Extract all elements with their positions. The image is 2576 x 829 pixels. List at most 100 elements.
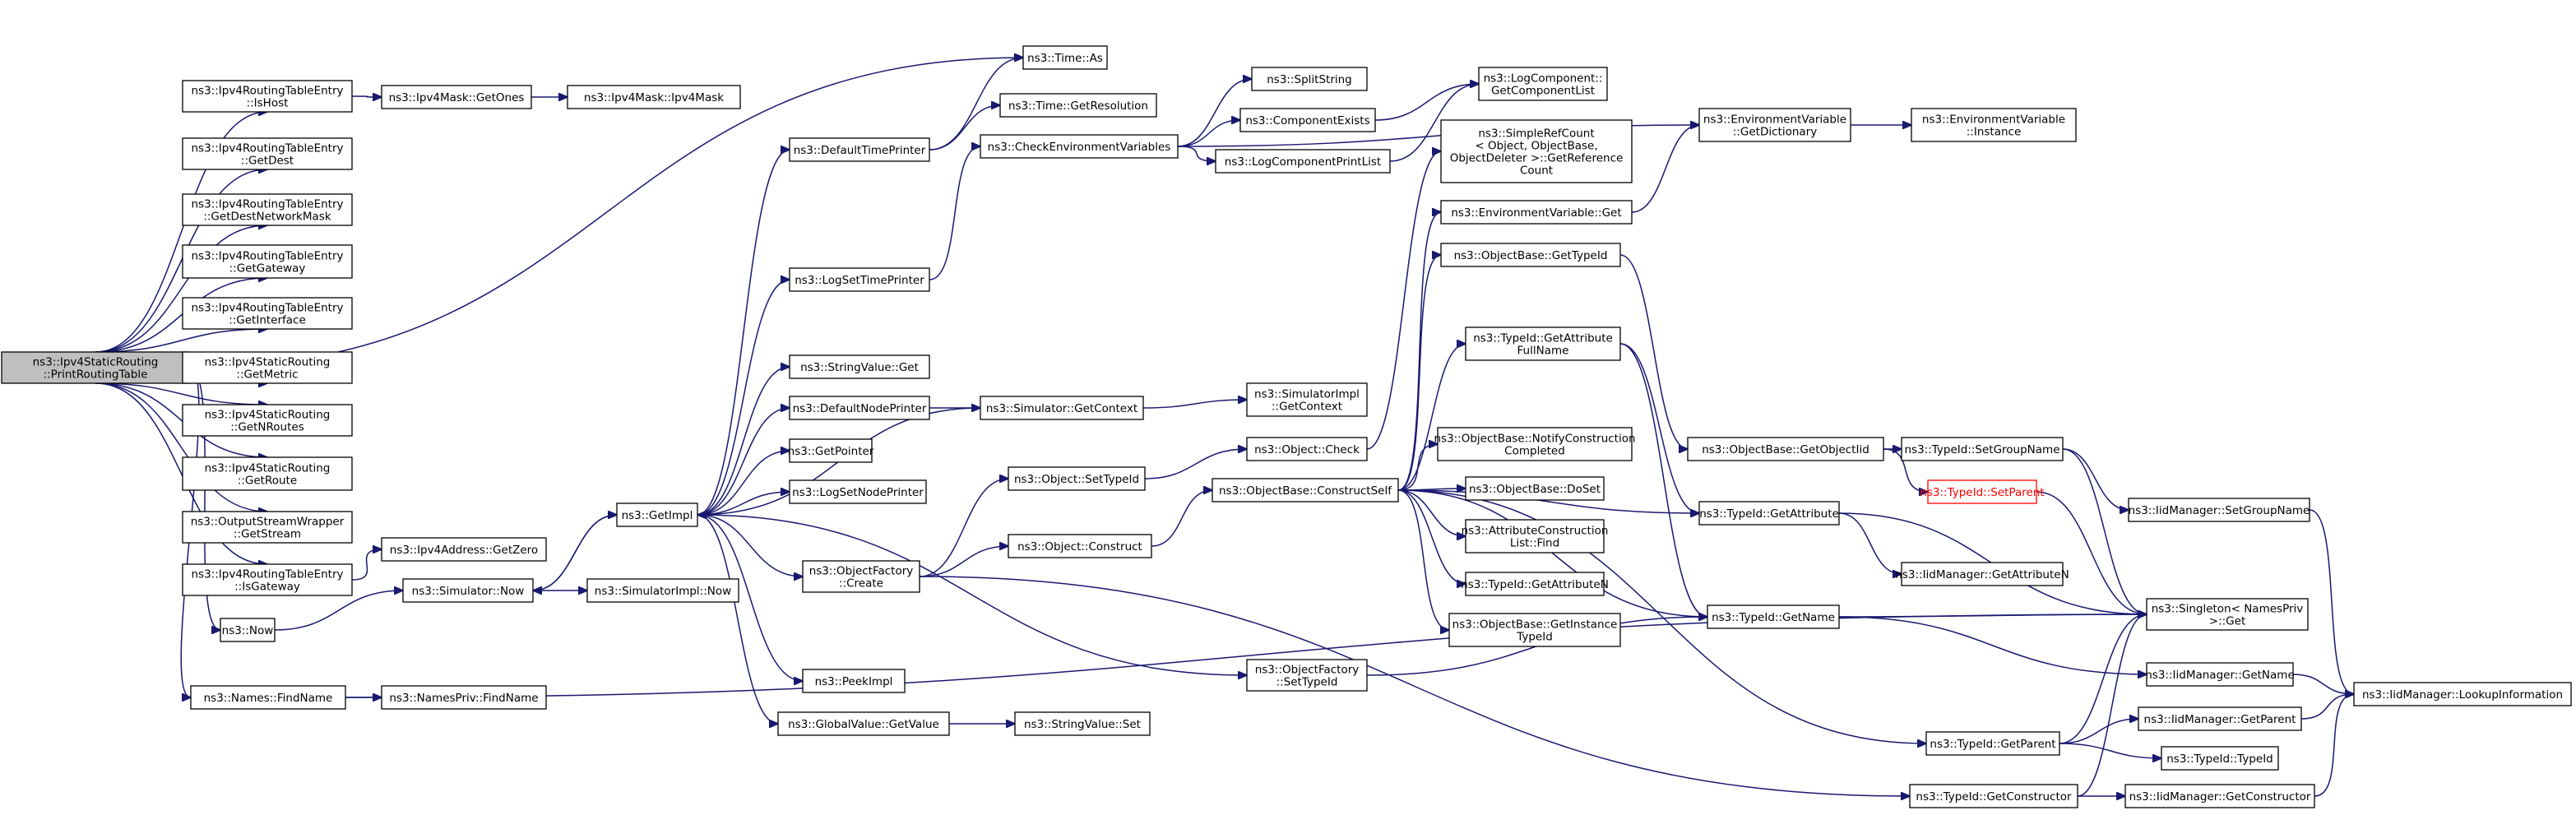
node-label: ns3::IidManager::GetName — [2145, 669, 2295, 682]
node-tid-get-attr[interactable]: ns3::TypeId::GetAttribute — [1698, 501, 1840, 526]
node-iid-lookup[interactable]: ns3::IidManager::LookupInformation — [2353, 682, 2572, 706]
node-comp-exists[interactable]: ns3::ComponentExists — [1239, 108, 1376, 132]
node-def-time-printer[interactable]: ns3::DefaultTimePrinter — [789, 137, 930, 162]
node-check-env[interactable]: ns3::CheckEnvironmentVariables — [980, 134, 1179, 159]
edge-ob-construct-self-to-ob-get-tid — [1397, 255, 1441, 491]
node-label: ns3::ObjectBase::GetInstance — [1452, 618, 1618, 632]
node-singleton-get[interactable]: ns3::Singleton< NamesPriv>::Get — [2146, 598, 2309, 631]
node-root[interactable]: ns3::Ipv4StaticRouting::PrintRoutingTabl… — [1, 351, 190, 384]
node-obj-set-type-id[interactable]: ns3::Object::SetTypeId — [1008, 466, 1146, 491]
node-def-node-printer[interactable]: ns3::DefaultNodePrinter — [789, 396, 930, 420]
node-get-nroutes[interactable]: ns3::Ipv4StaticRouting::GetNRoutes — [182, 404, 353, 437]
node-simple-ref[interactable]: ns3::SimpleRefCount< Object, ObjectBase,… — [1440, 119, 1633, 183]
node-env-get-dict[interactable]: ns3::EnvironmentVariable::GetDictionary — [1698, 108, 1851, 142]
node-obj-fact-set-tid[interactable]: ns3::ObjectFactory::SetTypeId — [1246, 659, 1368, 692]
node-log-comp-print[interactable]: ns3::LogComponentPrintList — [1215, 149, 1391, 174]
node-env-instance[interactable]: ns3::EnvironmentVariable::Instance — [1911, 108, 2077, 142]
node-ob-construct-self[interactable]: ns3::ObjectBase::ConstructSelf — [1212, 478, 1399, 502]
node-log-comp-list[interactable]: ns3::LogComponent::GetComponentList — [1478, 67, 1608, 101]
node-names-priv-find[interactable]: ns3::NamesPriv::FindName — [381, 685, 547, 710]
node-gv-get-value[interactable]: ns3::GlobalValue::GetValue — [777, 711, 950, 736]
node-iid-get-name[interactable]: ns3::IidManager::GetName — [2145, 662, 2295, 687]
node-split-string[interactable]: ns3::SplitString — [1251, 67, 1368, 91]
edge-tid-get-attr-full-to-tid-get-attr — [1619, 343, 1699, 513]
node-label: ::GetNRoutes — [230, 421, 303, 434]
edge-ob-get-tid-to-ob-get-object-iid — [1619, 254, 1688, 449]
node-box — [1008, 534, 1152, 558]
node-label: ns3::StringValue::Get — [800, 361, 919, 374]
edge-get-impl-to-obj-fact-set-tid — [697, 514, 1247, 675]
node-mask-ctor[interactable]: ns3::Ipv4Mask::Ipv4Mask — [567, 85, 741, 109]
node-label: ns3::EnvironmentVariable — [1922, 113, 2065, 127]
node-tid-get-parent[interactable]: ns3::TypeId::GetParent — [1925, 731, 2060, 756]
node-tid-set-group[interactable]: ns3::TypeId::SetGroupName — [1901, 437, 2064, 461]
edge-iid-set-group-to-iid-lookup — [2309, 509, 2354, 694]
node-names-find[interactable]: ns3::Names::FindName — [190, 685, 346, 710]
node-box — [777, 711, 950, 736]
node-peek-impl[interactable]: ns3::PeekImpl — [802, 669, 906, 693]
node-sim-impl-ctx[interactable]: ns3::SimulatorImpl::GetContext — [1246, 382, 1368, 417]
node-tid-get-name[interactable]: ns3::TypeId::GetName — [1707, 604, 1840, 629]
node-tid-type-id[interactable]: ns3::TypeId::TypeId — [2161, 746, 2279, 771]
node-ob-get-tid[interactable]: ns3::ObjectBase::GetTypeId — [1440, 243, 1621, 267]
node-log-set-node[interactable]: ns3::LogSetNodePrinter — [789, 479, 927, 504]
node-now[interactable]: ns3::Now — [220, 618, 276, 642]
node-box — [789, 137, 930, 162]
node-time-as[interactable]: ns3::Time::As — [1022, 45, 1108, 70]
node-get-route[interactable]: ns3::Ipv4StaticRouting::GetRoute — [182, 456, 353, 491]
edge-tid-set-group-to-iid-set-group — [2062, 448, 2129, 510]
node-log-set-time[interactable]: ns3::LogSetTimePrinter — [789, 267, 930, 292]
node-label: ns3::PeekImpl — [815, 675, 893, 688]
edge-root-to-get-stream — [95, 382, 267, 512]
node-box — [1465, 572, 1605, 596]
node-get-metric[interactable]: ns3::Ipv4StaticRouting::GetMetric — [182, 351, 353, 384]
node-label: ns3::Ipv4Address::GetZero — [390, 544, 538, 557]
node-iid-get-ctor[interactable]: ns3::IidManager::GetConstructor — [2124, 784, 2315, 808]
node-sim-now[interactable]: ns3::Simulator::Now — [402, 578, 534, 603]
node-obj-construct[interactable]: ns3::Object::Construct — [1008, 534, 1152, 558]
node-obj-check[interactable]: ns3::Object::Check — [1246, 437, 1368, 461]
node-str-val-set[interactable]: ns3::StringValue::Set — [1014, 711, 1151, 736]
node-label: ns3::OutputStreamWrapper — [191, 516, 345, 529]
node-get-impl[interactable]: ns3::GetImpl — [616, 502, 698, 527]
node-label: < Object, ObjectBase, — [1475, 140, 1597, 153]
node-tid-set-parent[interactable]: ns3::TypeId::SetParent — [1920, 479, 2045, 504]
node-get-stream[interactable]: ns3::OutputStreamWrapper::GetStream — [182, 511, 353, 544]
node-iid-get-attr-n[interactable]: ns3::IidManager::GetAttributeN — [1895, 562, 2069, 586]
node-time-res[interactable]: ns3::Time::GetResolution — [999, 93, 1157, 118]
node-obj-fact-create[interactable]: ns3::ObjectFactory::Create — [802, 560, 920, 593]
node-label: ns3::LogSetNodePrinter — [792, 486, 924, 499]
node-ob-do-set[interactable]: ns3::ObjectBase::DoSet — [1465, 476, 1605, 501]
node-get-interface[interactable]: ns3::Ipv4RoutingTableEntry::GetInterface — [182, 297, 353, 330]
node-str-val-get[interactable]: ns3::StringValue::Get — [789, 354, 930, 379]
node-ob-notify[interactable]: ns3::ObjectBase::NotifyConstructionCompl… — [1434, 427, 1636, 461]
node-sim-impl-now[interactable]: ns3::SimulatorImpl::Now — [586, 578, 739, 603]
node-iid-get-parent[interactable]: ns3::IidManager::GetParent — [2138, 706, 2302, 731]
node-box — [1246, 437, 1368, 461]
node-box — [381, 537, 547, 562]
node-ob-get-object-iid[interactable]: ns3::ObjectBase::GetObjectIid — [1687, 437, 1884, 461]
node-is-gateway[interactable]: ns3::Ipv4RoutingTableEntry::IsGateway — [182, 563, 353, 596]
node-get-dest-net-mask[interactable]: ns3::Ipv4RoutingTableEntry::GetDestNetwo… — [182, 193, 353, 226]
node-tid-get-attr-n[interactable]: ns3::TypeId::GetAttributeN — [1461, 572, 1609, 596]
node-box — [2353, 682, 2572, 706]
edge-log-set-time-to-check-env — [929, 146, 980, 280]
node-get-gateway[interactable]: ns3::Ipv4RoutingTableEntry::GetGateway — [182, 244, 353, 279]
node-box — [1909, 784, 2078, 808]
node-iid-set-group[interactable]: ns3::IidManager::SetGroupName — [2128, 498, 2310, 522]
edge-obj-construct-to-ob-construct-self — [1151, 490, 1212, 547]
node-get-pointer[interactable]: ns3::GetPointer — [788, 438, 874, 463]
node-label: Completed — [1504, 445, 1565, 458]
node-label: ns3::ObjectBase::GetObjectIid — [1702, 443, 1869, 456]
node-get-dest[interactable]: ns3::Ipv4RoutingTableEntry::GetDest — [182, 137, 353, 170]
node-env-var-get[interactable]: ns3::EnvironmentVariable::Get — [1440, 200, 1633, 225]
node-sim-get-context[interactable]: ns3::Simulator::GetContext — [980, 396, 1144, 420]
node-is-host[interactable]: ns3::Ipv4RoutingTableEntry::IsHost — [182, 80, 353, 113]
node-mask-get-ones[interactable]: ns3::Ipv4Mask::GetOnes — [381, 85, 532, 109]
node-tid-get-ctor[interactable]: ns3::TypeId::GetConstructor — [1909, 784, 2078, 808]
node-label: >::Get — [2209, 615, 2245, 628]
node-addr-get-zero[interactable]: ns3::Ipv4Address::GetZero — [381, 537, 547, 562]
